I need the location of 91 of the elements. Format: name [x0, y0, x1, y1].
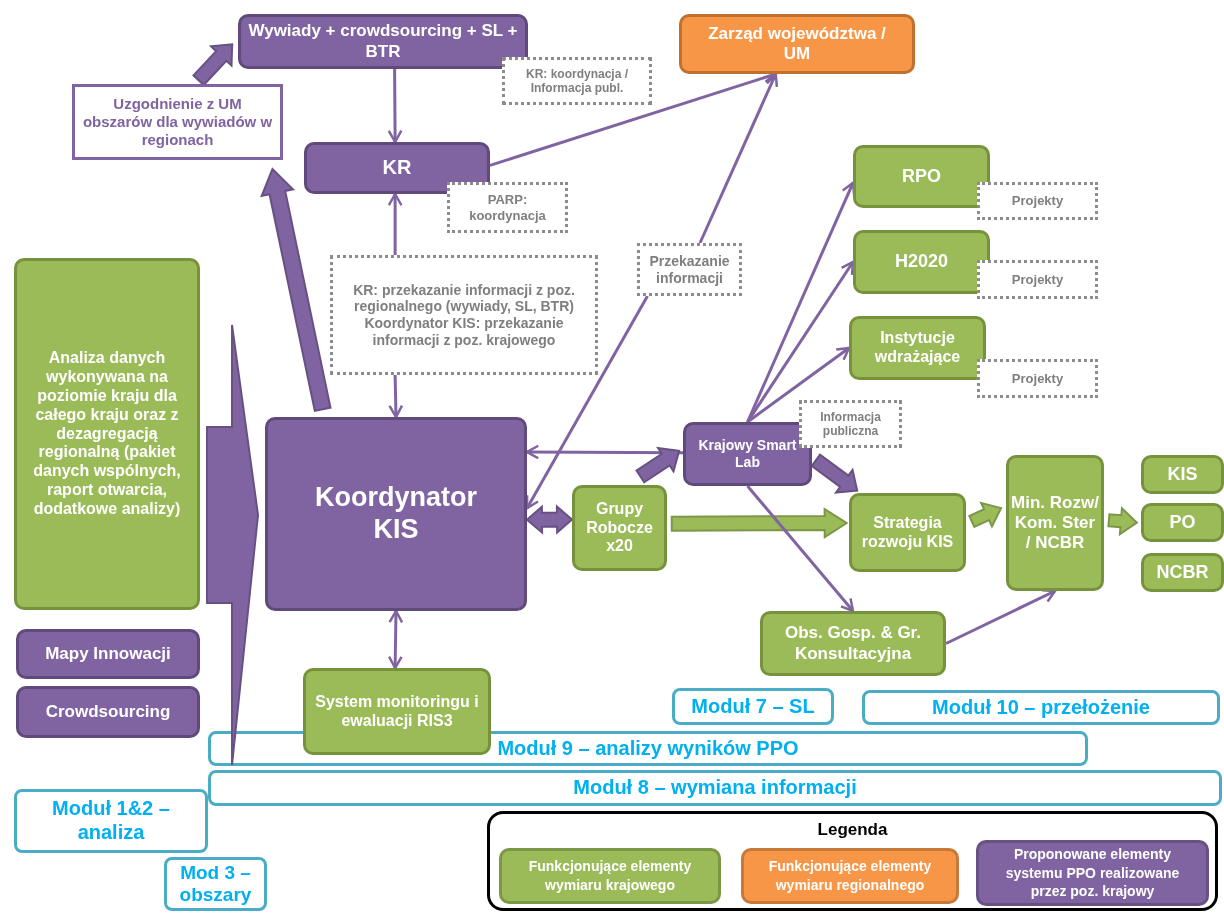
arrow — [387, 609, 404, 670]
note-box — [637, 243, 742, 296]
process-box — [849, 316, 986, 380]
module-box — [208, 770, 1222, 806]
block-arrow — [525, 504, 574, 535]
process-box — [853, 230, 990, 294]
legend-item: Funkcjonujące elementy wymiaru krajowego — [499, 848, 721, 904]
box-label: NCBR — [1156, 561, 1209, 584]
legend-title: Legenda — [816, 820, 889, 840]
module-box — [672, 688, 834, 725]
block-arrow — [810, 453, 859, 494]
module-box — [14, 789, 208, 853]
block-arrow — [968, 501, 1003, 529]
block-arrow — [260, 167, 332, 413]
box-label: Projekty — [1011, 193, 1064, 209]
box-label: KR: koordynacja / Informacja publ. — [525, 66, 629, 96]
process-box — [16, 686, 200, 738]
process-box — [849, 493, 966, 572]
module-box — [862, 690, 1220, 725]
box-label: Mod 3 – obszary — [178, 861, 253, 907]
box-label: Crowdsourcing — [45, 701, 171, 722]
block-arrow — [670, 507, 849, 539]
arrow — [698, 72, 779, 244]
arrow — [746, 485, 855, 613]
box-label: KIS — [1167, 463, 1198, 486]
arrow — [746, 181, 856, 423]
arrow — [387, 69, 403, 144]
box-label: Wywiady + crowdsourcing + SL + BTR — [247, 21, 519, 62]
note-box — [330, 255, 598, 375]
process-box — [760, 611, 946, 676]
arrow — [746, 346, 851, 424]
process-box — [303, 668, 491, 755]
note-box — [799, 400, 902, 448]
box-label: Uzgodnienie z UM obszarów dla wywiadów w regionach — [81, 95, 274, 149]
box-label: PO — [1169, 511, 1196, 534]
box-label: Strategia rozwoju KIS — [860, 513, 955, 552]
box-label: Informacja publiczna — [819, 409, 882, 439]
box-label: Moduł 10 – przełożenie — [932, 695, 1150, 720]
module-box — [164, 857, 267, 911]
box-label: Moduł 8 – wymiana informacji — [573, 776, 857, 800]
note-box — [977, 359, 1098, 398]
process-box — [1141, 553, 1224, 592]
process-box — [265, 417, 527, 611]
box-label: Zarząd województwa / UM — [707, 23, 887, 65]
box-label: Koordynator KIS — [315, 482, 477, 546]
process-box — [14, 258, 200, 610]
box-label: System monitoringu i ewaluacji RIS3 — [314, 692, 480, 731]
arrow — [525, 295, 649, 510]
box-label: Moduł 1&2 – analiza — [51, 797, 171, 845]
note-box — [977, 260, 1098, 299]
arrow — [388, 374, 404, 419]
box-label: RPO — [902, 165, 941, 188]
legend-item: Proponowane elementy systemu PPO realizowane przez poz. krajowy — [976, 840, 1209, 906]
block-arrow — [206, 324, 259, 766]
box-label: Projekty — [1011, 271, 1064, 288]
box-label: KR: przekazanie informacji z poz. regionalnego (wywiady, SL, BTR) Koordynator KIS: przekazanie informacji z poz. krajowego — [352, 281, 576, 349]
box-label: Analiza danych wykonywana na poziomie kraju dla całego kraju oraz z dezagregacją regionalną (pakiet danych wspólnych, raport otwarcia, dodatkowe analizy) — [32, 349, 182, 519]
process-box — [16, 629, 200, 679]
box-label: Moduł 7 – SL — [691, 694, 815, 719]
box-label: Moduł 9 – analizy wyników PPO — [497, 736, 799, 761]
process-box — [572, 485, 667, 571]
box-label: KR — [382, 156, 412, 180]
block-arrow — [192, 43, 234, 87]
process-box — [238, 14, 528, 69]
note-box — [72, 84, 283, 160]
arrow — [746, 260, 855, 423]
process-box — [1006, 455, 1104, 591]
block-arrow — [635, 446, 681, 484]
process-box — [1141, 455, 1224, 494]
box-label: Krajowy Smart Lab — [697, 437, 798, 471]
arrow — [387, 192, 403, 255]
box-label: Obs. Gosp. & Gr. Konsultacyjna — [784, 623, 922, 664]
note-box — [447, 182, 568, 233]
box-label: PARP: koordynacja — [468, 192, 547, 223]
note-box — [977, 182, 1098, 220]
box-label: Projekty — [1011, 370, 1064, 387]
legend-item: Funkcjonujące elementy wymiaru regionalnego — [741, 848, 959, 904]
note-box — [502, 57, 652, 105]
box-label: Instytucje wdrażające — [873, 329, 962, 367]
process-box — [679, 14, 915, 74]
process-box — [683, 422, 812, 486]
box-label: Grupy Robocze x20 — [585, 499, 654, 557]
box-label: Min. Rozw/ Kom. Ster / NCBR — [1011, 492, 1099, 554]
block-arrow — [1107, 506, 1139, 537]
box-label: Przekazanie informacji — [648, 253, 731, 286]
process-box — [1141, 503, 1224, 542]
process-box — [304, 142, 490, 194]
box-label: Mapy Innowacji — [45, 643, 171, 664]
box-label: H2020 — [894, 251, 948, 273]
arrow — [945, 589, 1057, 645]
process-box — [853, 145, 990, 208]
